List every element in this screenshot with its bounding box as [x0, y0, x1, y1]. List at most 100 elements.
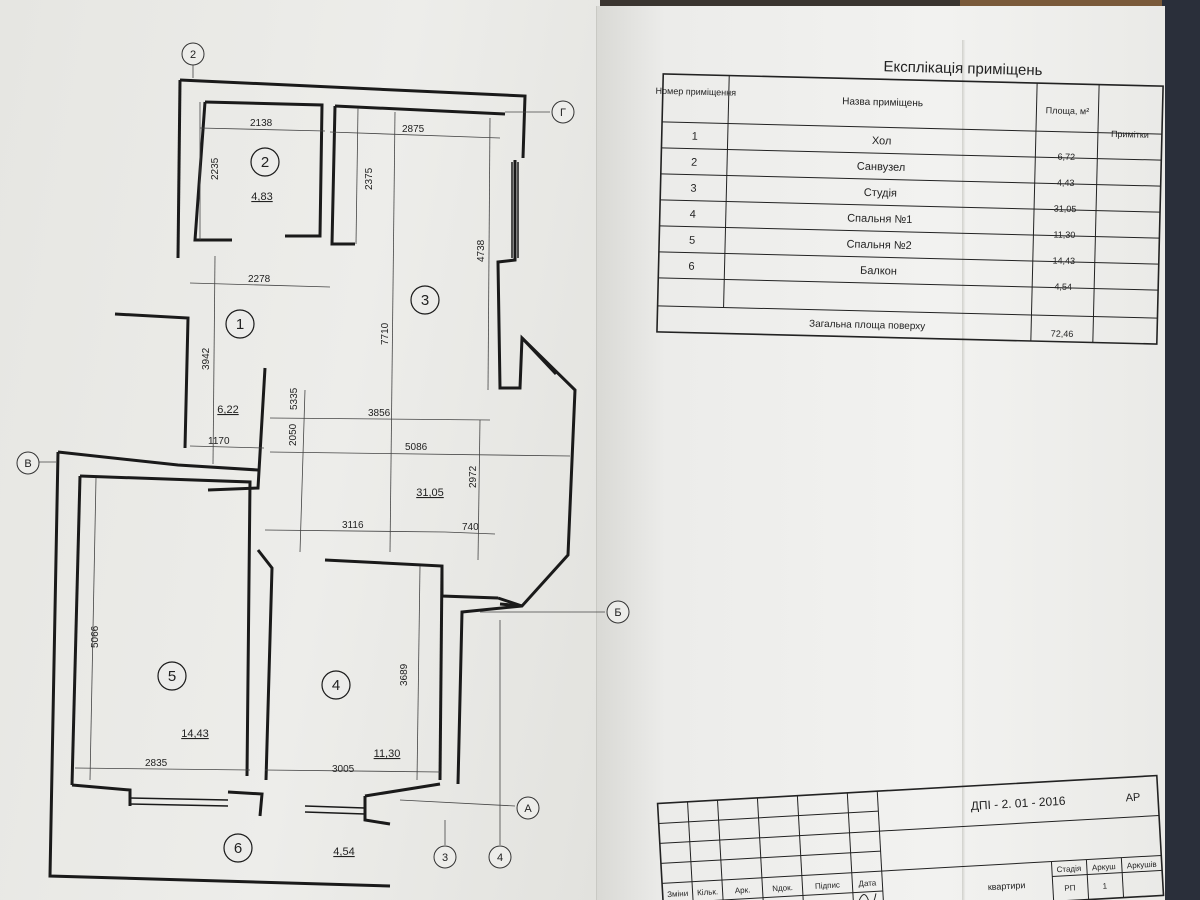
- axis-label-a: А: [524, 803, 532, 815]
- row-1-name: Хол: [872, 135, 892, 147]
- room-area-4: 11,30: [374, 748, 401, 760]
- axis-labels: 2 Г В Б А 3 4: [24, 49, 621, 864]
- room-markers: [157, 147, 440, 863]
- row-6-area: 4,54: [1054, 282, 1072, 292]
- stamp-partial: квартири: [987, 880, 1025, 892]
- stamp-sheet: 1: [1102, 881, 1107, 890]
- axis-bubble-a: [516, 796, 540, 820]
- explication-sheet: [596, 6, 1165, 900]
- room-numbers: 2 1 3 4 5 6: [168, 154, 429, 857]
- dimension-labels: 2138 2875 2235 2375 4738 2278 7710 3942 …: [90, 118, 487, 775]
- stamp-col-sheet: Арк.: [735, 885, 751, 895]
- row-1-num: 1: [692, 131, 698, 143]
- axis-label-g: Г: [560, 107, 566, 119]
- axis-bubble-4: [488, 845, 512, 869]
- row-5-name: Спальня №2: [846, 238, 911, 252]
- row-2-area: 4,43: [1057, 178, 1075, 188]
- explication-title: Експлікація приміщень: [883, 58, 1043, 79]
- row-2-name: Санвузел: [857, 161, 906, 174]
- row-6-num: 6: [688, 261, 694, 273]
- stamp-sheets-label: Аркушів: [1127, 860, 1157, 871]
- room-number-5: 5: [168, 668, 176, 685]
- axis-label-3: 3: [442, 852, 448, 864]
- dim-2278: 2278: [248, 274, 271, 285]
- title-block: Зміни Кільк. Арк. Nдок. Підпис Дата Стад…: [656, 774, 1165, 900]
- dim-5086: 5086: [405, 442, 428, 453]
- stamp-sheet-type: АР: [1125, 792, 1140, 805]
- room-area-2: 4,83: [251, 191, 272, 203]
- stamp-sheet-label: Аркуш: [1092, 862, 1116, 872]
- row-2-num: 2: [691, 157, 697, 169]
- stamp-col-changes: Зміни: [667, 889, 688, 899]
- axis-bubble-3: [433, 845, 457, 869]
- dim-1170: 1170: [208, 436, 230, 447]
- room-number-4: 4: [332, 677, 340, 694]
- dim-3689: 3689: [399, 663, 410, 686]
- dim-2375: 2375: [364, 167, 375, 190]
- room-area-3: 31,05: [416, 487, 444, 499]
- axis-bubble-v: [16, 451, 40, 475]
- row-6-name: Балкон: [860, 265, 897, 278]
- explication-table: Експлікація приміщень Номер приміщення Н…: [656, 58, 1164, 345]
- row-3-area: 31,05: [1054, 204, 1077, 215]
- dim-2875: 2875: [402, 124, 425, 135]
- stamp-stage: РП: [1064, 883, 1076, 893]
- stamp-stage-label: Стадія: [1056, 864, 1081, 874]
- axis-bubble-b: [606, 600, 630, 624]
- row-3-num: 3: [690, 183, 696, 195]
- room-areas: 4,83 6,22 31,05 11,30 14,43 4,54: [181, 191, 444, 858]
- dim-2235: 2235: [210, 157, 221, 180]
- row-5-num: 5: [689, 235, 695, 247]
- dim-2972: 2972: [468, 465, 479, 488]
- row-1-area: 6,72: [1057, 152, 1075, 162]
- dimension-lines: [38, 65, 605, 845]
- dim-3942: 3942: [201, 347, 212, 370]
- axis-markers: [16, 42, 630, 869]
- total-label: Загальна площа поверху: [809, 319, 925, 333]
- row-5-area: 14,43: [1052, 255, 1075, 266]
- stamp-col-count: Кільк.: [697, 887, 718, 897]
- stamp-col-docnum: Nдок.: [772, 883, 793, 893]
- dim-7710: 7710: [380, 322, 391, 345]
- windows: [129, 162, 519, 815]
- axis-label-b: Б: [614, 607, 621, 619]
- room-number-1: 1: [236, 316, 244, 333]
- row-4-area: 11,30: [1053, 230, 1075, 241]
- dim-4738: 4738: [476, 239, 487, 262]
- dim-2835: 2835: [145, 758, 168, 769]
- stamp-col-signature: Підпис: [815, 880, 840, 890]
- total-value: 72,46: [1051, 328, 1074, 339]
- header-area: Площа, м²: [1046, 105, 1090, 116]
- dim-5066: 5066: [90, 625, 101, 648]
- dim-3856: 3856: [368, 408, 391, 419]
- row-3-name: Студія: [864, 187, 897, 200]
- axis-bubble-2: [181, 42, 205, 66]
- row-4-num: 4: [690, 209, 696, 221]
- dim-2138: 2138: [250, 118, 273, 129]
- room-area-5: 14,43: [181, 728, 209, 740]
- dim-3116: 3116: [342, 520, 364, 531]
- header-notes: Примітки: [1111, 129, 1149, 140]
- dim-3005: 3005: [332, 764, 355, 775]
- room-area-1: 6,22: [217, 404, 238, 416]
- room-area-6: 4,54: [333, 846, 354, 858]
- axis-label-2: 2: [190, 49, 196, 61]
- stamp-code: ДПІ - 2. 01 - 2016: [970, 794, 1066, 813]
- signature-scribble: [857, 893, 877, 900]
- room-number-6: 6: [234, 840, 242, 857]
- row-4-name: Спальня №1: [847, 212, 912, 226]
- dim-2050: 2050: [288, 423, 299, 446]
- axis-label-v: В: [24, 458, 31, 470]
- header-num: Номер приміщення: [656, 86, 737, 98]
- walls: [48, 78, 577, 888]
- axis-bubble-g: [551, 100, 575, 124]
- dim-5335: 5335: [289, 387, 300, 410]
- axis-label-4: 4: [497, 852, 503, 864]
- room-number-3: 3: [421, 292, 429, 309]
- dim-740: 740: [462, 522, 479, 533]
- background-edge: [1162, 0, 1200, 900]
- room-number-2: 2: [261, 154, 269, 171]
- stamp-col-date: Дата: [858, 878, 877, 888]
- header-name: Назва приміщень: [842, 96, 923, 109]
